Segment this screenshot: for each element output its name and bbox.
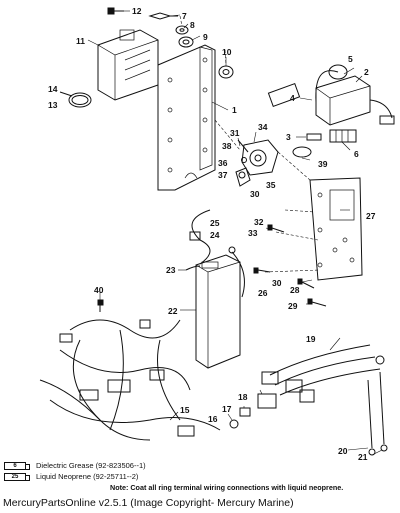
starter-solenoid-parts-30-38 [235,139,279,187]
callout-7: 7 [182,11,187,21]
callout-35: 35 [266,180,276,190]
callout-33: 33 [248,228,258,238]
copyright-footer: MercuryPartsOnline v2.5.1 (Image Copyrig… [3,497,294,509]
callout-27: 27 [366,211,376,221]
callout-numbers: 1 2 3 4 5 6 7 8 9 10 11 12 13 14 15 16 1… [48,6,376,462]
callout-16: 16 [208,414,218,424]
callout-6: 6 [354,149,359,159]
callout-29: 29 [288,301,298,311]
callout-2: 2 [364,67,369,77]
wire-harness-part-15 [39,319,221,441]
dashed-guide-lines [179,15,321,273]
bolt-hardware-parts-7-12 [107,7,194,48]
callout-13: 13 [48,100,58,110]
callout-10: 10 [222,47,232,57]
callout-11: 11 [76,36,85,46]
housing-part-22 [195,254,241,369]
tube-icon: 25 [4,472,30,481]
callout-26: 26 [258,288,268,298]
legend-text-dielectric-grease: Dielectric Grease (92-823506--1) [36,461,146,470]
leader-lines [87,10,383,456]
connector-part-40 [97,299,104,312]
wires-parts-23-26 [185,209,245,298]
mounting-plate-part-27 [309,177,363,281]
legend-row-dielectric-grease: 6 Dielectric Grease (92-823506--1) [4,461,146,470]
callout-37: 37 [218,170,228,180]
callout-1: 1 [232,105,237,115]
callout-12: 12 [132,6,142,16]
relay-assembly-parts-2-5 [267,64,395,126]
callout-31: 31 [230,128,240,138]
callout-14: 14 [48,84,58,94]
callout-3: 3 [286,132,291,142]
callout-36: 36 [218,158,228,168]
callout-24: 24 [210,230,220,240]
callout-15: 15 [180,405,190,415]
legend-row-liquid-neoprene: 25 Liquid Neoprene (92-25711--2) [4,472,138,481]
callout-30-upper: 30 [250,189,260,199]
callout-20: 20 [338,446,348,456]
callout-39: 39 [318,159,328,169]
cables-parts-20-21 [367,355,388,456]
callout-28: 28 [290,285,300,295]
callout-40: 40 [94,285,104,295]
wiring-note: Note: Coat all ring terminal wiring conn… [110,483,344,492]
mounting-bracket-part-1 [157,44,216,191]
clamp-parts-13-14 [59,91,92,108]
battery-cables-part-19 [261,344,381,403]
legend-text-liquid-neoprene: Liquid Neoprene (92-25711--2) [36,472,139,481]
o-ring-part-39 [292,146,312,158]
callout-25: 25 [210,218,220,228]
callout-38: 38 [222,141,232,151]
callout-8: 8 [190,20,195,30]
callout-4: 4 [290,93,295,103]
callout-18: 18 [238,392,248,402]
callout-5: 5 [348,54,353,64]
grommet-part-10 [218,65,234,79]
callout-30-lower: 30 [272,278,282,288]
callout-21: 21 [358,452,368,462]
small-parts-16-18 [229,393,277,429]
callout-9: 9 [203,32,208,42]
fuse-holder-parts-3-6 [306,129,357,143]
callout-17: 17 [222,404,232,414]
exploded-parts-diagram: 1 2 3 4 5 6 7 8 9 10 11 12 13 14 15 16 1… [39,6,395,462]
callout-32: 32 [254,217,264,227]
tube-icon: 6 [4,461,30,470]
callout-22: 22 [168,306,178,316]
module-box-part-11 [97,29,159,101]
callout-23: 23 [166,265,176,275]
callout-34: 34 [258,122,268,132]
callout-19: 19 [306,334,316,344]
